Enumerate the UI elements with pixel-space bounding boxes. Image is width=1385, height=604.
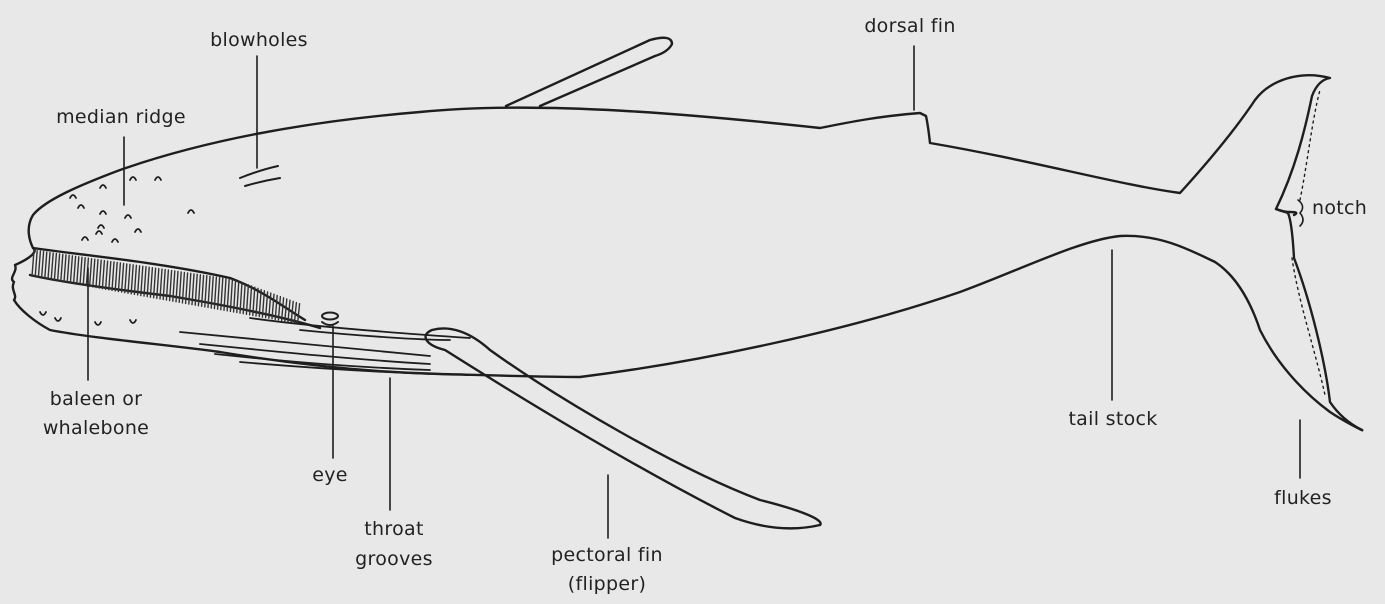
baleen-plate	[51, 253, 53, 280]
baleen-plate	[80, 257, 82, 284]
label-flukes: flukes	[1274, 486, 1332, 511]
far-pectoral-fin	[506, 38, 672, 106]
label-notch: notch	[1312, 196, 1367, 221]
notch-bracket	[1298, 200, 1303, 226]
label-pectoral-line2: (flipper)	[568, 572, 646, 597]
baleen-plate	[83, 258, 85, 286]
fluke-trailing-edge	[1292, 258, 1325, 395]
label-baleen-line1: baleen or	[50, 387, 143, 412]
baleen-plate	[138, 266, 140, 295]
baleen-plate	[70, 256, 72, 283]
baleen-plate	[118, 263, 120, 292]
baleen-plates	[32, 250, 300, 323]
baleen-plate	[93, 259, 95, 287]
baleen-plate	[67, 255, 69, 282]
baleen-plate	[125, 264, 127, 293]
baleen-plate	[48, 253, 50, 280]
baleen-plate	[106, 261, 108, 289]
baleen-plate	[128, 264, 130, 293]
baleen-plate	[42, 252, 44, 278]
baleen-plate	[109, 262, 111, 290]
label-pectoral-line1: pectoral fin	[551, 543, 663, 568]
whale-body-outline	[12, 75, 1362, 430]
label-median-ridge: median ridge	[56, 105, 186, 130]
label-throat-line2: grooves	[355, 547, 433, 572]
label-blowholes: blowholes	[210, 28, 308, 53]
baleen-plate	[112, 262, 114, 290]
baleen-plate	[102, 261, 104, 289]
baleen-plate	[294, 303, 296, 323]
baleen-plate	[291, 301, 293, 322]
baleen-plate	[61, 254, 63, 281]
baleen-plate	[38, 251, 40, 277]
baleen-plate	[298, 304, 300, 324]
baleen-plate	[64, 255, 66, 282]
label-throat-line1: throat	[364, 517, 423, 542]
eye-shape	[322, 313, 338, 320]
blowhole-marks	[240, 166, 280, 186]
baleen-plate	[54, 253, 56, 280]
baleen-plate	[131, 265, 133, 294]
label-eye: eye	[312, 463, 348, 488]
label-leader-lines	[88, 46, 1303, 538]
baleen-plate	[77, 257, 79, 284]
baleen-plate	[74, 256, 76, 283]
label-dorsal-fin: dorsal fin	[864, 14, 955, 39]
baleen-plate	[96, 260, 98, 288]
baleen-plate	[122, 263, 124, 292]
baleen-plate	[58, 254, 60, 281]
pectoral-fin-outline	[426, 328, 821, 528]
baleen-plate	[134, 265, 136, 294]
baleen-plate	[45, 252, 47, 278]
baleen-plate	[99, 260, 101, 288]
fluke-notch	[1276, 209, 1296, 215]
baleen-plate	[144, 267, 146, 296]
baleen-plate	[35, 251, 37, 277]
label-baleen-line2: whalebone	[43, 416, 149, 441]
baleen-plate	[141, 266, 143, 295]
label-tail-stock: tail stock	[1068, 407, 1157, 432]
baleen-plate	[90, 259, 92, 287]
baleen-plate	[288, 300, 290, 322]
baleen-plate	[115, 262, 117, 290]
